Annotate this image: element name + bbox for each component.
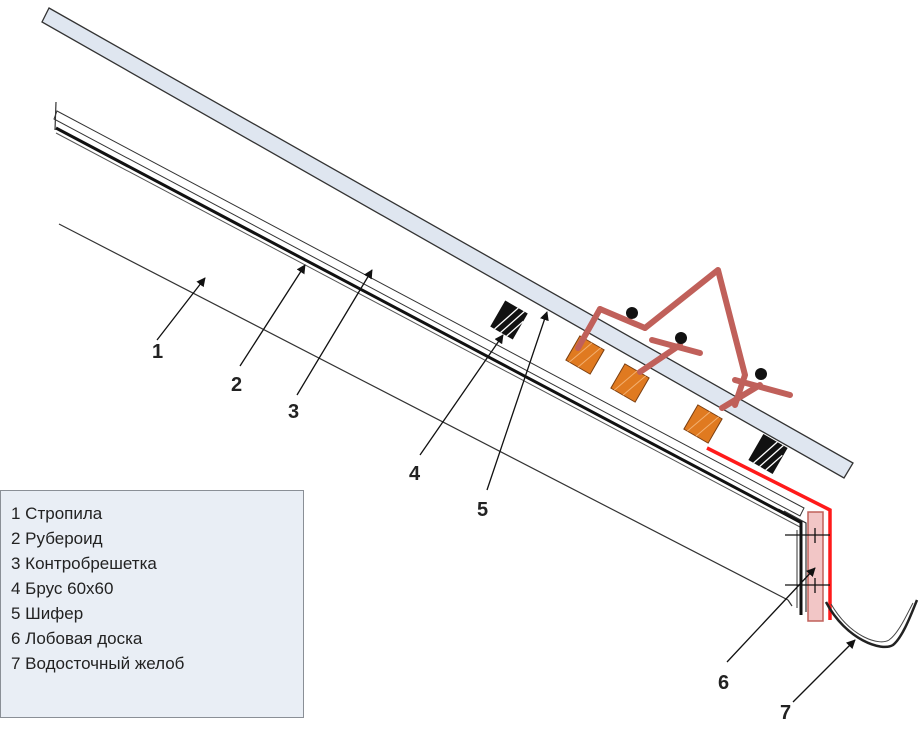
- callout-3: 3: [288, 401, 299, 423]
- counter-batten: [53, 110, 805, 517]
- gutter: [824, 599, 919, 649]
- leader-arrow-4: [419, 334, 504, 456]
- timber-block-3: [683, 404, 723, 444]
- rafter-top-edge: [58, 223, 789, 601]
- timber-block-1: [565, 335, 605, 375]
- callout-1: 1: [152, 341, 163, 363]
- eave-corner-outer: [783, 510, 807, 612]
- legend-item-rafters: 1 Стропила: [11, 504, 103, 523]
- callout-7: 7: [780, 702, 791, 724]
- roofing-felt-line-thin: [55, 132, 801, 528]
- callout-4: 4: [409, 463, 421, 485]
- legend-item-gutter: 7 Водосточный желоб: [11, 654, 185, 673]
- rafter-end: [787, 599, 793, 607]
- slate-sheet: [41, 7, 854, 479]
- callout-5: 5: [477, 499, 488, 521]
- batten-dark-2: [748, 434, 788, 474]
- leader-arrow-3: [296, 269, 373, 396]
- legend-item-fascia-board: 6 Лобовая доска: [11, 629, 143, 648]
- drip-flashing: [706, 446, 832, 620]
- leader-arrow-2: [239, 264, 306, 367]
- eave-corner-inner: [777, 508, 803, 615]
- leader-arrow-6: [726, 567, 816, 663]
- gutter-inner: [830, 602, 914, 643]
- callout-2: 2: [231, 374, 242, 396]
- callout-6: 6: [718, 672, 729, 694]
- batten-dark-1: [490, 300, 528, 340]
- legend-item-batten: 4 Брус 60х60: [11, 579, 114, 598]
- leader-arrow-1: [156, 277, 206, 341]
- leader-arrow-5: [486, 311, 549, 491]
- roofing-felt-line: [55, 126, 803, 525]
- legend-item-slate: 5 Шифер: [11, 604, 84, 623]
- legend-item-roofing-felt: 2 Рубероид: [11, 529, 103, 548]
- leader-arrow-7: [792, 639, 856, 703]
- bracket-bolt-heads: [626, 307, 767, 380]
- legend-box: 1 Стропила 2 Рубероид 3 Контробрешетка 4…: [0, 490, 304, 718]
- snow-guard-bracket: [575, 267, 793, 411]
- legend-item-counter-batten: 3 Контробрешетка: [11, 554, 157, 573]
- counter-batten-end: [54, 101, 57, 131]
- fascia-board: [807, 511, 824, 622]
